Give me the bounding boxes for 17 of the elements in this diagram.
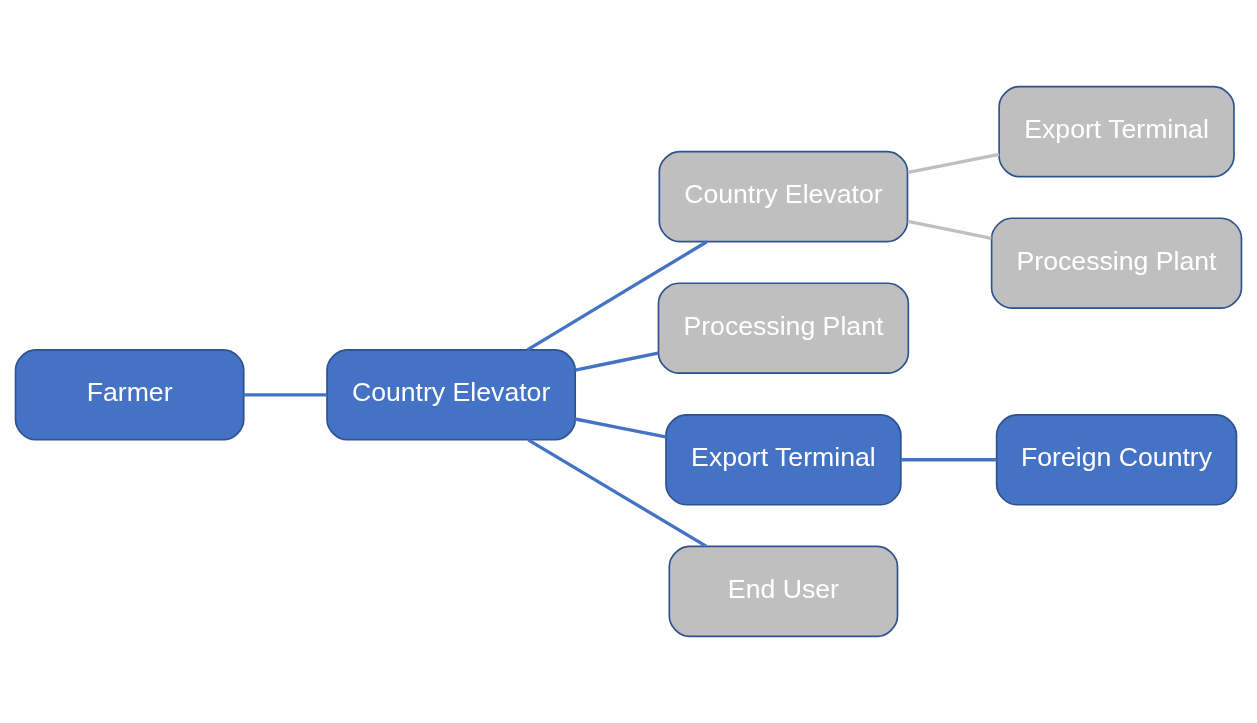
connector bbox=[527, 438, 707, 548]
connector bbox=[574, 351, 659, 372]
node-box: Processing Plant bbox=[657, 282, 910, 374]
node-box: Export Terminal bbox=[665, 413, 902, 506]
node-box: End User bbox=[668, 545, 899, 638]
connector bbox=[907, 152, 1000, 175]
connector bbox=[900, 458, 997, 462]
node-box: Processing Plant bbox=[990, 217, 1243, 310]
node-box: Farmer bbox=[14, 349, 245, 441]
connector bbox=[243, 393, 327, 397]
connector bbox=[574, 417, 666, 439]
node-box: Country Elevator bbox=[326, 349, 577, 441]
node-box: Foreign Country bbox=[995, 413, 1238, 506]
connector bbox=[907, 219, 992, 240]
node-box: Export Terminal bbox=[998, 85, 1235, 178]
node-box: Country Elevator bbox=[658, 150, 909, 243]
connector bbox=[526, 240, 708, 352]
